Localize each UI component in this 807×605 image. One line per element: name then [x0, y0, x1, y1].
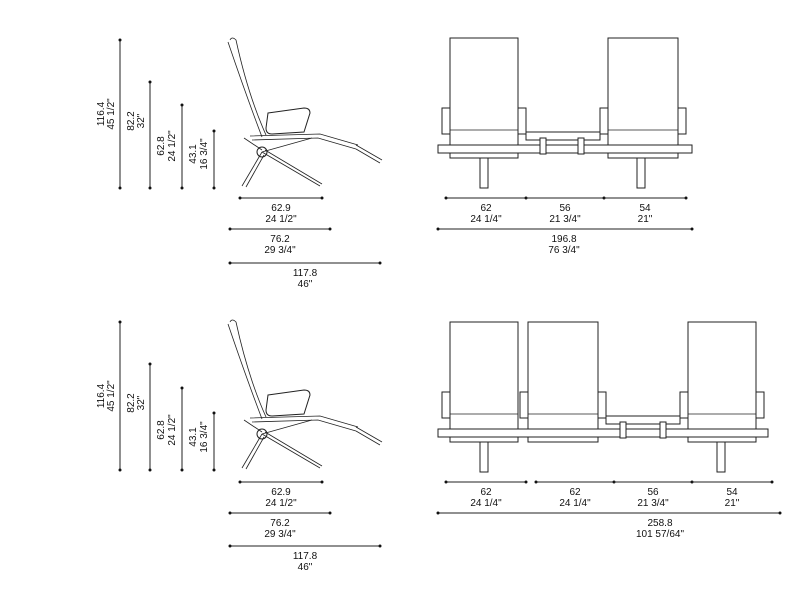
depth-dimensions: 62.9 24 1/2" 76.2 29 3/4" 117.8 46"	[228, 480, 382, 573]
depth-overall-cm: 117.8	[293, 268, 318, 279]
height-back-cm: 82.2	[126, 393, 137, 413]
depth-arm-cm: 76.2	[270, 234, 290, 245]
width-overall-cm: 196.8	[551, 234, 576, 245]
width-table-in: 21 3/4"	[637, 498, 669, 509]
width-overall-cm: 258.8	[647, 518, 672, 529]
width-overall-in: 101 57/64"	[636, 529, 684, 540]
height-overall-cm: 116.4	[96, 101, 107, 126]
side-view-chair	[227, 37, 383, 188]
height-arm-cm: 62.8	[156, 136, 167, 156]
seat-back-2	[607, 37, 679, 159]
seat-back-1	[449, 321, 519, 443]
three-seat-config: 116.4 45 1/2" 82.2 32" 62.8 24 1/2" 43.1…	[96, 319, 782, 573]
seat-back-3	[687, 321, 757, 443]
width-seat-3-cm: 54	[726, 487, 738, 498]
seat-back-2	[527, 321, 599, 443]
height-back-cm: 82.2	[126, 111, 137, 131]
width-seat-3-in: 21"	[725, 498, 740, 509]
height-overall-in: 45 1/2"	[106, 380, 117, 412]
height-overall-cm: 116.4	[96, 383, 107, 408]
table-top-2	[605, 415, 681, 425]
width-table-cm: 56	[647, 487, 659, 498]
height-arm-cm: 62.8	[156, 420, 167, 440]
width-seat-1-in: 24 1/4"	[470, 214, 502, 225]
depth-seat-in: 24 1/2"	[265, 214, 297, 225]
depth-overall-in: 46"	[298, 279, 313, 290]
height-seat-cm: 43.1	[188, 144, 199, 164]
table-top-1	[525, 131, 601, 141]
depth-arm-in: 29 3/4"	[264, 245, 296, 256]
width-seat-2-in: 24 1/4"	[559, 498, 591, 509]
width-table-cm: 56	[559, 203, 571, 214]
width-seat-2-in: 21"	[638, 214, 653, 225]
depth-arm-cm: 76.2	[270, 518, 290, 529]
depth-dimensions: 62.9 24 1/2" 76.2 29 3/4" 117.8 46"	[228, 196, 382, 290]
height-arm-in: 24 1/2"	[167, 130, 178, 162]
width-seat-2-cm: 62	[569, 487, 581, 498]
depth-seat-cm: 62.9	[271, 203, 291, 214]
two-seat-config: 116.4 45 1/2" 82.2 32" 62.8 24 1/2" 43.1…	[96, 37, 694, 290]
height-dimensions: 116.4 45 1/2" 82.2 32" 62.8 24 1/2" 43.1…	[96, 38, 216, 190]
depth-overall-in: 46"	[298, 562, 313, 573]
width-seat-1-cm: 62	[480, 203, 492, 214]
front-view-beam	[437, 37, 693, 189]
height-dimensions: 116.4 45 1/2" 82.2 32" 62.8 24 1/2" 43.1…	[96, 320, 216, 472]
height-arm-in: 24 1/2"	[167, 414, 178, 446]
height-back-in: 32"	[136, 113, 147, 128]
seat-back-1	[449, 37, 519, 159]
beam-2	[437, 428, 769, 438]
front-view-beam	[437, 321, 769, 473]
width-seat-1-cm: 62	[480, 487, 492, 498]
width-seat-2-cm: 54	[639, 203, 651, 214]
height-seat-in: 16 3/4"	[199, 421, 210, 453]
height-back-in: 32"	[136, 395, 147, 410]
width-dimensions: 62 24 1/4" 56 21 3/4" 54 21" 196.8 76 3/…	[436, 196, 694, 256]
depth-seat-in: 24 1/2"	[265, 498, 297, 509]
beam-1	[437, 144, 693, 154]
width-seat-1-in: 24 1/4"	[470, 498, 502, 509]
height-seat-in: 16 3/4"	[199, 138, 210, 170]
width-overall-in: 76 3/4"	[548, 245, 580, 256]
depth-seat-cm: 62.9	[271, 487, 291, 498]
width-table-in: 21 3/4"	[549, 214, 581, 225]
height-seat-cm: 43.1	[188, 427, 199, 447]
width-dimensions: 62 24 1/4" 62 24 1/4" 56 21 3/4" 54 21" …	[436, 480, 782, 540]
depth-arm-in: 29 3/4"	[264, 529, 296, 540]
side-view-chair	[227, 319, 383, 470]
height-overall-in: 45 1/2"	[106, 98, 117, 130]
depth-overall-cm: 117.8	[293, 551, 318, 562]
